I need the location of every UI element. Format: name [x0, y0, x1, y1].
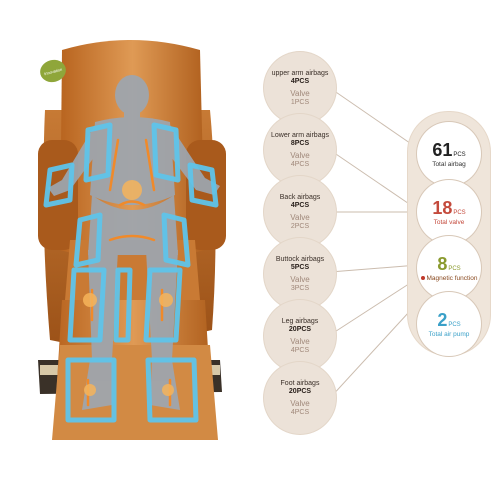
stat-label: Total valve — [433, 218, 465, 226]
part-valve-label: Valve — [290, 336, 310, 346]
part-valve-count: 4PCS — [290, 346, 310, 354]
part-valve-label: Valve — [290, 274, 310, 284]
part-count: 8PCS — [290, 139, 310, 147]
magnet-dot-icon — [420, 275, 425, 280]
part-valve-label: Valve — [290, 150, 310, 160]
foot-airbags-bubble: Foot airbags 20PCS Valve 4PCS — [264, 362, 336, 434]
stat-unit: PCS — [453, 209, 466, 216]
part-valve-count: 3PCS — [290, 284, 310, 292]
part-title: Foot airbags — [280, 379, 320, 387]
back-airbags-bubble: Back airbags 4PCS Valve 2PCS — [264, 176, 336, 248]
leg-airbags-bubble: Leg airbags 20PCS Valve 4PCS — [264, 300, 336, 372]
part-valve-count: 1PCS — [290, 98, 310, 106]
stat-number: 2 — [437, 309, 448, 330]
part-count: 5PCS — [290, 263, 310, 271]
stat-unit: PCS — [453, 151, 466, 158]
part-valve-label: Valve — [290, 398, 310, 408]
stat-label: Total airbag — [432, 160, 466, 168]
stat-magnetic-function: 8PCS Magnetic function — [417, 236, 481, 300]
stat-total-airbag: 61PCS Total airbag — [417, 122, 481, 186]
stat-number: 18 — [432, 197, 453, 218]
part-title: Buttock airbags — [275, 255, 325, 263]
stat-number: 8 — [437, 253, 448, 274]
upper-arm-airbags-bubble: upper arm airbags 4PCS Valve 1PCS — [264, 52, 336, 124]
part-title: Lower arm airbags — [271, 131, 329, 139]
lower-arm-airbags-bubble: Lower arm airbags 8PCS Valve 4PCS — [264, 114, 336, 186]
stat-total-valve: 18PCS Total valve — [417, 180, 481, 244]
stat-unit: PCS — [448, 321, 461, 328]
part-count: 4PCS — [290, 201, 310, 209]
connector-lines — [329, 87, 421, 399]
part-valve-count: 4PCS — [290, 160, 310, 168]
part-count: 20PCS — [288, 325, 312, 333]
part-valve-label: Valve — [290, 88, 310, 98]
buttock-airbags-bubble: Buttock airbags 5PCS Valve 3PCS — [264, 238, 336, 310]
part-valve-count: 2PCS — [290, 222, 310, 230]
stat-number: 61 — [432, 139, 453, 160]
part-valve-count: 4PCS — [290, 408, 310, 416]
stat-total-air-pump: 2PCS Total air pump — [417, 292, 481, 356]
stat-label: Magnetic function — [420, 275, 477, 283]
stat-label: Total air pump — [428, 330, 470, 338]
part-count: 20PCS — [288, 387, 312, 395]
airbags — [43, 122, 219, 423]
part-title: Leg airbags — [281, 317, 319, 325]
glow-spots — [83, 180, 174, 396]
stat-unit: PCS — [448, 265, 461, 272]
part-count: 4PCS — [290, 77, 310, 85]
part-title: Back airbags — [279, 193, 321, 201]
part-title: upper arm airbags — [271, 69, 329, 77]
part-valve-label: Valve — [290, 212, 310, 222]
